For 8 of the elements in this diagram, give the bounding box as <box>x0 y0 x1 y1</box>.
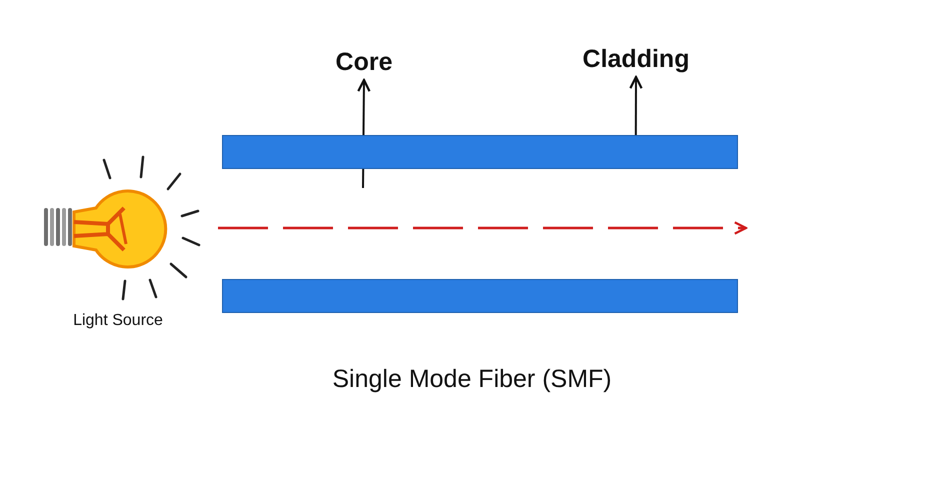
light-ray-arrow <box>218 221 748 235</box>
part-label: Core <box>330 48 398 80</box>
cladding-bar <box>222 135 738 169</box>
node-label: Light Source <box>73 312 163 329</box>
caption: Single Mode Fiber (SMF) <box>332 365 612 393</box>
part-label: Cladding <box>572 45 700 77</box>
cladding-bar <box>222 279 738 313</box>
leader-line <box>629 76 643 135</box>
